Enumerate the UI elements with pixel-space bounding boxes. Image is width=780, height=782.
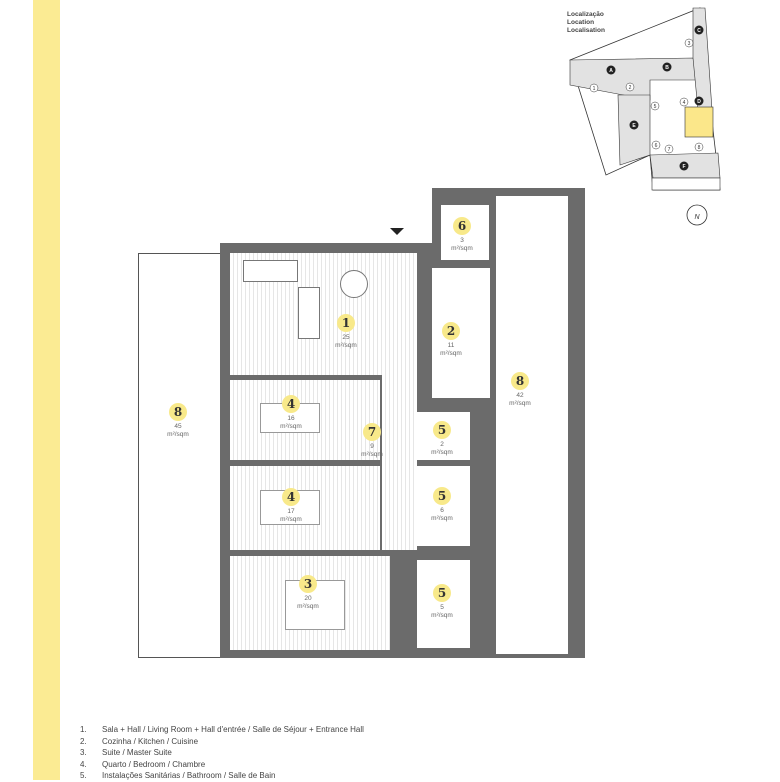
svg-text:B: B <box>665 65 669 71</box>
bathroom-c <box>417 560 470 648</box>
room-badge: 2 <box>442 322 460 340</box>
terrace-right <box>496 196 568 654</box>
svg-text:N: N <box>694 214 700 221</box>
svg-text:3: 3 <box>688 41 691 47</box>
room-badge: 6 <box>453 217 471 235</box>
room-badge: 8 <box>169 403 187 421</box>
room-7-corridor <box>382 253 417 550</box>
sofa <box>243 260 298 282</box>
svg-text:A: A <box>609 68 613 74</box>
bathroom-b <box>417 466 470 546</box>
legend-item: 1.Sala + Hall / Living Room + Hall d'ent… <box>80 725 364 734</box>
svg-text:4: 4 <box>683 100 686 106</box>
room-badge: 5 <box>433 421 451 439</box>
room-legend: 1.Sala + Hall / Living Room + Hall d'ent… <box>80 724 364 782</box>
north-compass-icon <box>686 204 708 226</box>
svg-text:C: C <box>697 28 701 34</box>
svg-text:8: 8 <box>698 145 701 151</box>
dining-table <box>340 270 368 298</box>
room-badge: 4 <box>282 395 300 413</box>
room-badge: 5 <box>433 487 451 505</box>
entrance-arrow-icon <box>390 228 404 235</box>
svg-text:D: D <box>697 99 701 105</box>
svg-text:2: 2 <box>629 85 632 91</box>
sofa-side <box>298 287 320 339</box>
room-badge: 7 <box>363 423 381 441</box>
legend-item: 4.Quarto / Bedroom / Chambre <box>80 759 206 769</box>
room-badge: 3 <box>299 575 317 593</box>
svg-text:F: F <box>682 164 685 170</box>
location-title: Localização Location Localisation <box>567 11 605 35</box>
room-badge: 8 <box>511 372 529 390</box>
room-badge: 1 <box>337 314 355 332</box>
room-badge: 5 <box>433 584 451 602</box>
svg-text:5: 5 <box>654 104 657 110</box>
svg-text:7: 7 <box>668 147 671 153</box>
location-title-fr: Localisation <box>567 27 605 34</box>
legend-item: 3.Suite / Master Suite <box>80 748 172 757</box>
legend-item: 5.Instalações Sanitárias / Bathroom / Sa… <box>80 771 276 780</box>
svg-text:1: 1 <box>593 86 596 92</box>
room-badge: 4 <box>282 488 300 506</box>
svg-text:6: 6 <box>655 143 658 149</box>
svg-text:E: E <box>632 123 636 129</box>
location-map: A B C D E F 1 2 3 4 5 6 7 8 N <box>550 7 721 230</box>
location-title-pt: Localização <box>567 11 604 18</box>
yellow-side-strip <box>33 0 60 780</box>
terrace-left <box>138 253 222 658</box>
room-2-kitchen <box>432 268 490 398</box>
legend-item: 2.Cozinha / Kitchen / Cuisine <box>80 736 199 746</box>
location-title-en: Location <box>567 19 595 26</box>
